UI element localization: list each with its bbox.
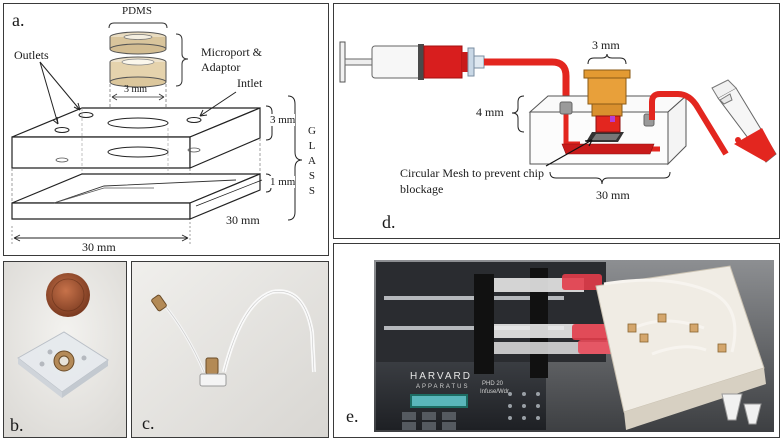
coin <box>46 273 90 317</box>
glass-letter: A <box>308 155 316 167</box>
glass-letter: G <box>308 125 316 137</box>
pump-model: PHD 20 <box>482 381 504 387</box>
pump-brand: HARVARD <box>410 371 472 382</box>
panel-c-photo <box>132 262 328 437</box>
intlet-label: Intlet <box>237 76 263 90</box>
width-3mm-label: 3 mm <box>124 84 148 95</box>
depth-3mm-label: 3 mm <box>270 114 296 126</box>
mesh-caption-line2: blockage <box>400 182 444 196</box>
panel-d: d. 3 mm 4 mm Circular Mesh to prevent ch… <box>333 3 780 239</box>
glass-letter: S <box>308 170 316 182</box>
panel-b-photo <box>4 262 126 437</box>
top-3mm-label: 3 mm <box>592 38 620 52</box>
panel-c: c. <box>131 261 329 438</box>
panel-d-diagram <box>339 41 777 185</box>
panel-e-photo <box>374 260 774 432</box>
panel-a: a. PDMS Microport & Adaptor Outlets Intl… <box>3 3 329 256</box>
height-4mm-label: 4 mm <box>476 105 504 119</box>
panel-b: b. <box>3 261 127 438</box>
glass-letter: L <box>308 140 316 152</box>
glass-letter: S <box>308 185 316 197</box>
bottom-30mm-label: 30 mm <box>82 240 116 254</box>
pdms-label: PDMS <box>122 5 152 17</box>
adaptor-label: Adaptor <box>201 60 241 74</box>
mesh-caption-line1: Circular Mesh to prevent chip <box>400 166 544 180</box>
panel-b-label: b. <box>10 415 24 435</box>
microport-label: Microport & <box>201 45 262 59</box>
depth-1mm-label: 1 mm <box>270 176 296 188</box>
panel-e: HARVARD APPARATUS PHD 20 Infuse/Wdr e. <box>333 243 780 438</box>
outlets-label: Outlets <box>14 48 49 62</box>
panel-e-label: e. <box>346 406 359 426</box>
side-30mm-label: 30 mm <box>226 213 260 227</box>
glass-label: G L A S S <box>308 124 316 199</box>
panel-a-diagram <box>11 22 303 244</box>
panel-c-label: c. <box>142 413 155 433</box>
bottom-30mm-label: 30 mm <box>596 188 630 202</box>
pump-brand-sub: APPARATUS <box>416 384 470 390</box>
panel-d-label: d. <box>382 212 396 232</box>
panel-a-label: a. <box>12 10 25 30</box>
pump-mode: Infuse/Wdr <box>480 389 510 395</box>
